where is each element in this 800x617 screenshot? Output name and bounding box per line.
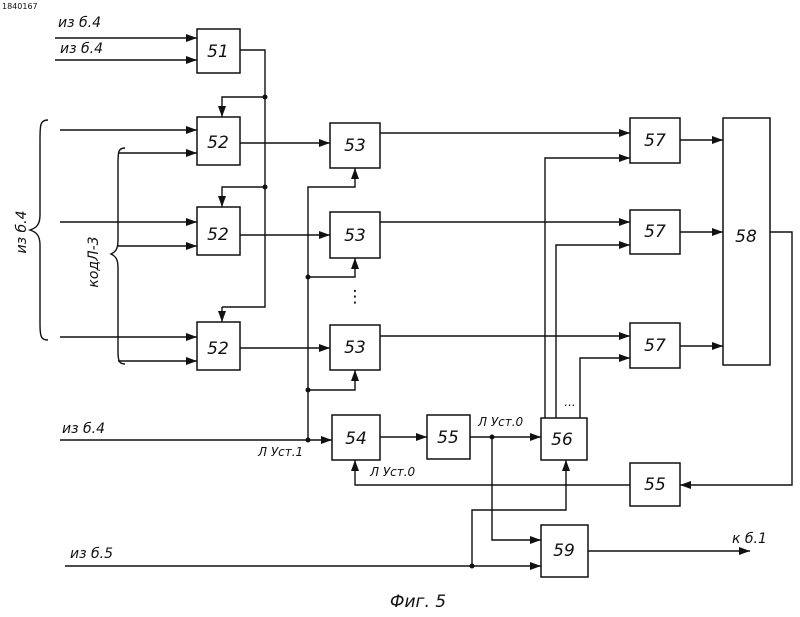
signal-label-set0-56: Л Уст.0: [477, 415, 524, 429]
block-54: 54: [332, 415, 380, 460]
svg-text:53: 53: [344, 136, 366, 156]
svg-text:55: 55: [644, 475, 666, 495]
svg-text:56: 56: [551, 430, 573, 450]
block-58: 58: [723, 118, 770, 365]
block-57-top: 57: [630, 118, 680, 163]
svg-text:52: 52: [207, 133, 229, 153]
input-label-51-b: из б.4: [60, 41, 103, 57]
output-label-59: к б.1: [732, 531, 767, 547]
svg-text:59: 59: [553, 541, 575, 561]
block-51: 51: [197, 29, 240, 73]
input-label-51-a: из б.4: [58, 15, 101, 31]
block-59: 59: [541, 525, 588, 577]
block-53-middle: 53: [330, 212, 380, 258]
svg-text:58: 58: [735, 227, 757, 247]
svg-text:57: 57: [644, 222, 666, 242]
svg-text:55: 55: [437, 428, 459, 448]
input-label-54: из б.4: [62, 421, 105, 437]
signal-label-set1: Л Уст.1: [257, 445, 303, 459]
wires: [55, 38, 792, 566]
block-52-middle: 52: [197, 207, 240, 255]
ellipsis-56-row: ...: [564, 395, 575, 409]
input-label-codl: кодЛ-3: [86, 236, 102, 287]
block-57-middle: 57: [630, 210, 680, 254]
svg-text:52: 52: [207, 339, 229, 359]
block-57-bottom: 57: [630, 323, 680, 368]
braces: [30, 120, 125, 364]
signal-label-set0-54: Л Уст.0: [369, 465, 416, 479]
ellipsis-53-column: ⋮: [347, 287, 364, 307]
corner-mark: 1840167: [2, 2, 38, 11]
input-label-59: из б.5: [70, 546, 113, 562]
svg-text:54: 54: [345, 429, 367, 449]
input-label-group: из б.4: [14, 211, 30, 254]
svg-text:57: 57: [644, 131, 666, 151]
block-52-bottom: 52: [197, 322, 240, 370]
svg-text:53: 53: [344, 226, 366, 246]
block-52-top: 52: [197, 117, 240, 165]
svg-text:52: 52: [207, 225, 229, 245]
svg-text:53: 53: [344, 338, 366, 358]
figure-caption: Фиг. 5: [390, 592, 446, 612]
block-53-top: 53: [330, 123, 380, 168]
svg-text:51: 51: [207, 42, 229, 62]
svg-text:57: 57: [644, 336, 666, 356]
block-53-bottom: 53: [330, 325, 380, 370]
block-56: 56: [541, 418, 587, 460]
block-55-lower: 55: [630, 463, 680, 506]
block-55-upper: 55: [427, 415, 470, 459]
